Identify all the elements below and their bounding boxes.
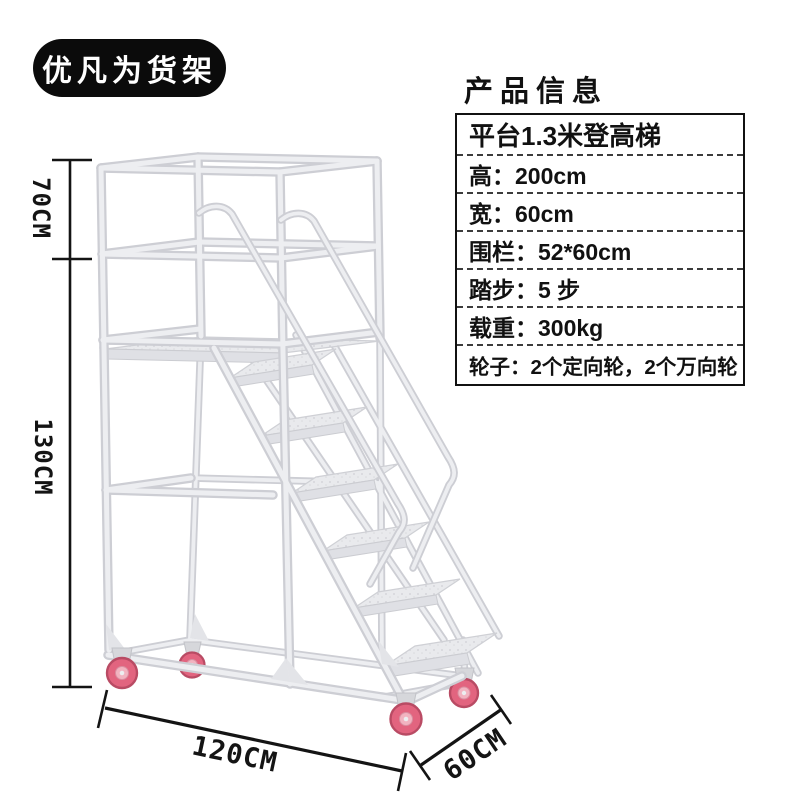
dimension-label-120cm: 120CM [189,731,280,779]
spec-row-title: 平台1.3米登高梯 [457,115,743,156]
brand-badge-label: 优凡为货架 [42,55,217,88]
spec-row-wheels: 轮子：2个定向轮，2个万向轮 [469,356,738,379]
product-info-heading: 产品信息 [464,76,609,108]
product-info-table: 平台1.3米登高梯 高：200cm 宽：60cm 围栏：52*60cm 踏步：5… [455,113,745,386]
ladder-front-frame [98,154,465,704]
ladder-gussets [106,614,399,685]
dimension-label-70cm: 70CM [27,177,55,239]
spec-row-height: 高：200cm [457,156,743,194]
spec-row-load: 载重：300kg [457,308,743,346]
spec-row-steps: 踏步：5 步 [457,270,743,308]
caster-wheel-front-right [389,692,423,736]
dimension-label-60cm: 60CM [438,723,513,787]
ladder-steps [229,348,498,678]
dimension-label-130cm: 130CM [29,418,57,495]
spec-row-width: 宽：60cm [457,194,743,232]
spec-row-fence: 围栏：52*60cm [457,232,743,270]
caster-wheel-front-left [105,647,139,690]
ladder-handrails [197,204,457,586]
brand-badge: 优凡为货架 [33,39,226,97]
